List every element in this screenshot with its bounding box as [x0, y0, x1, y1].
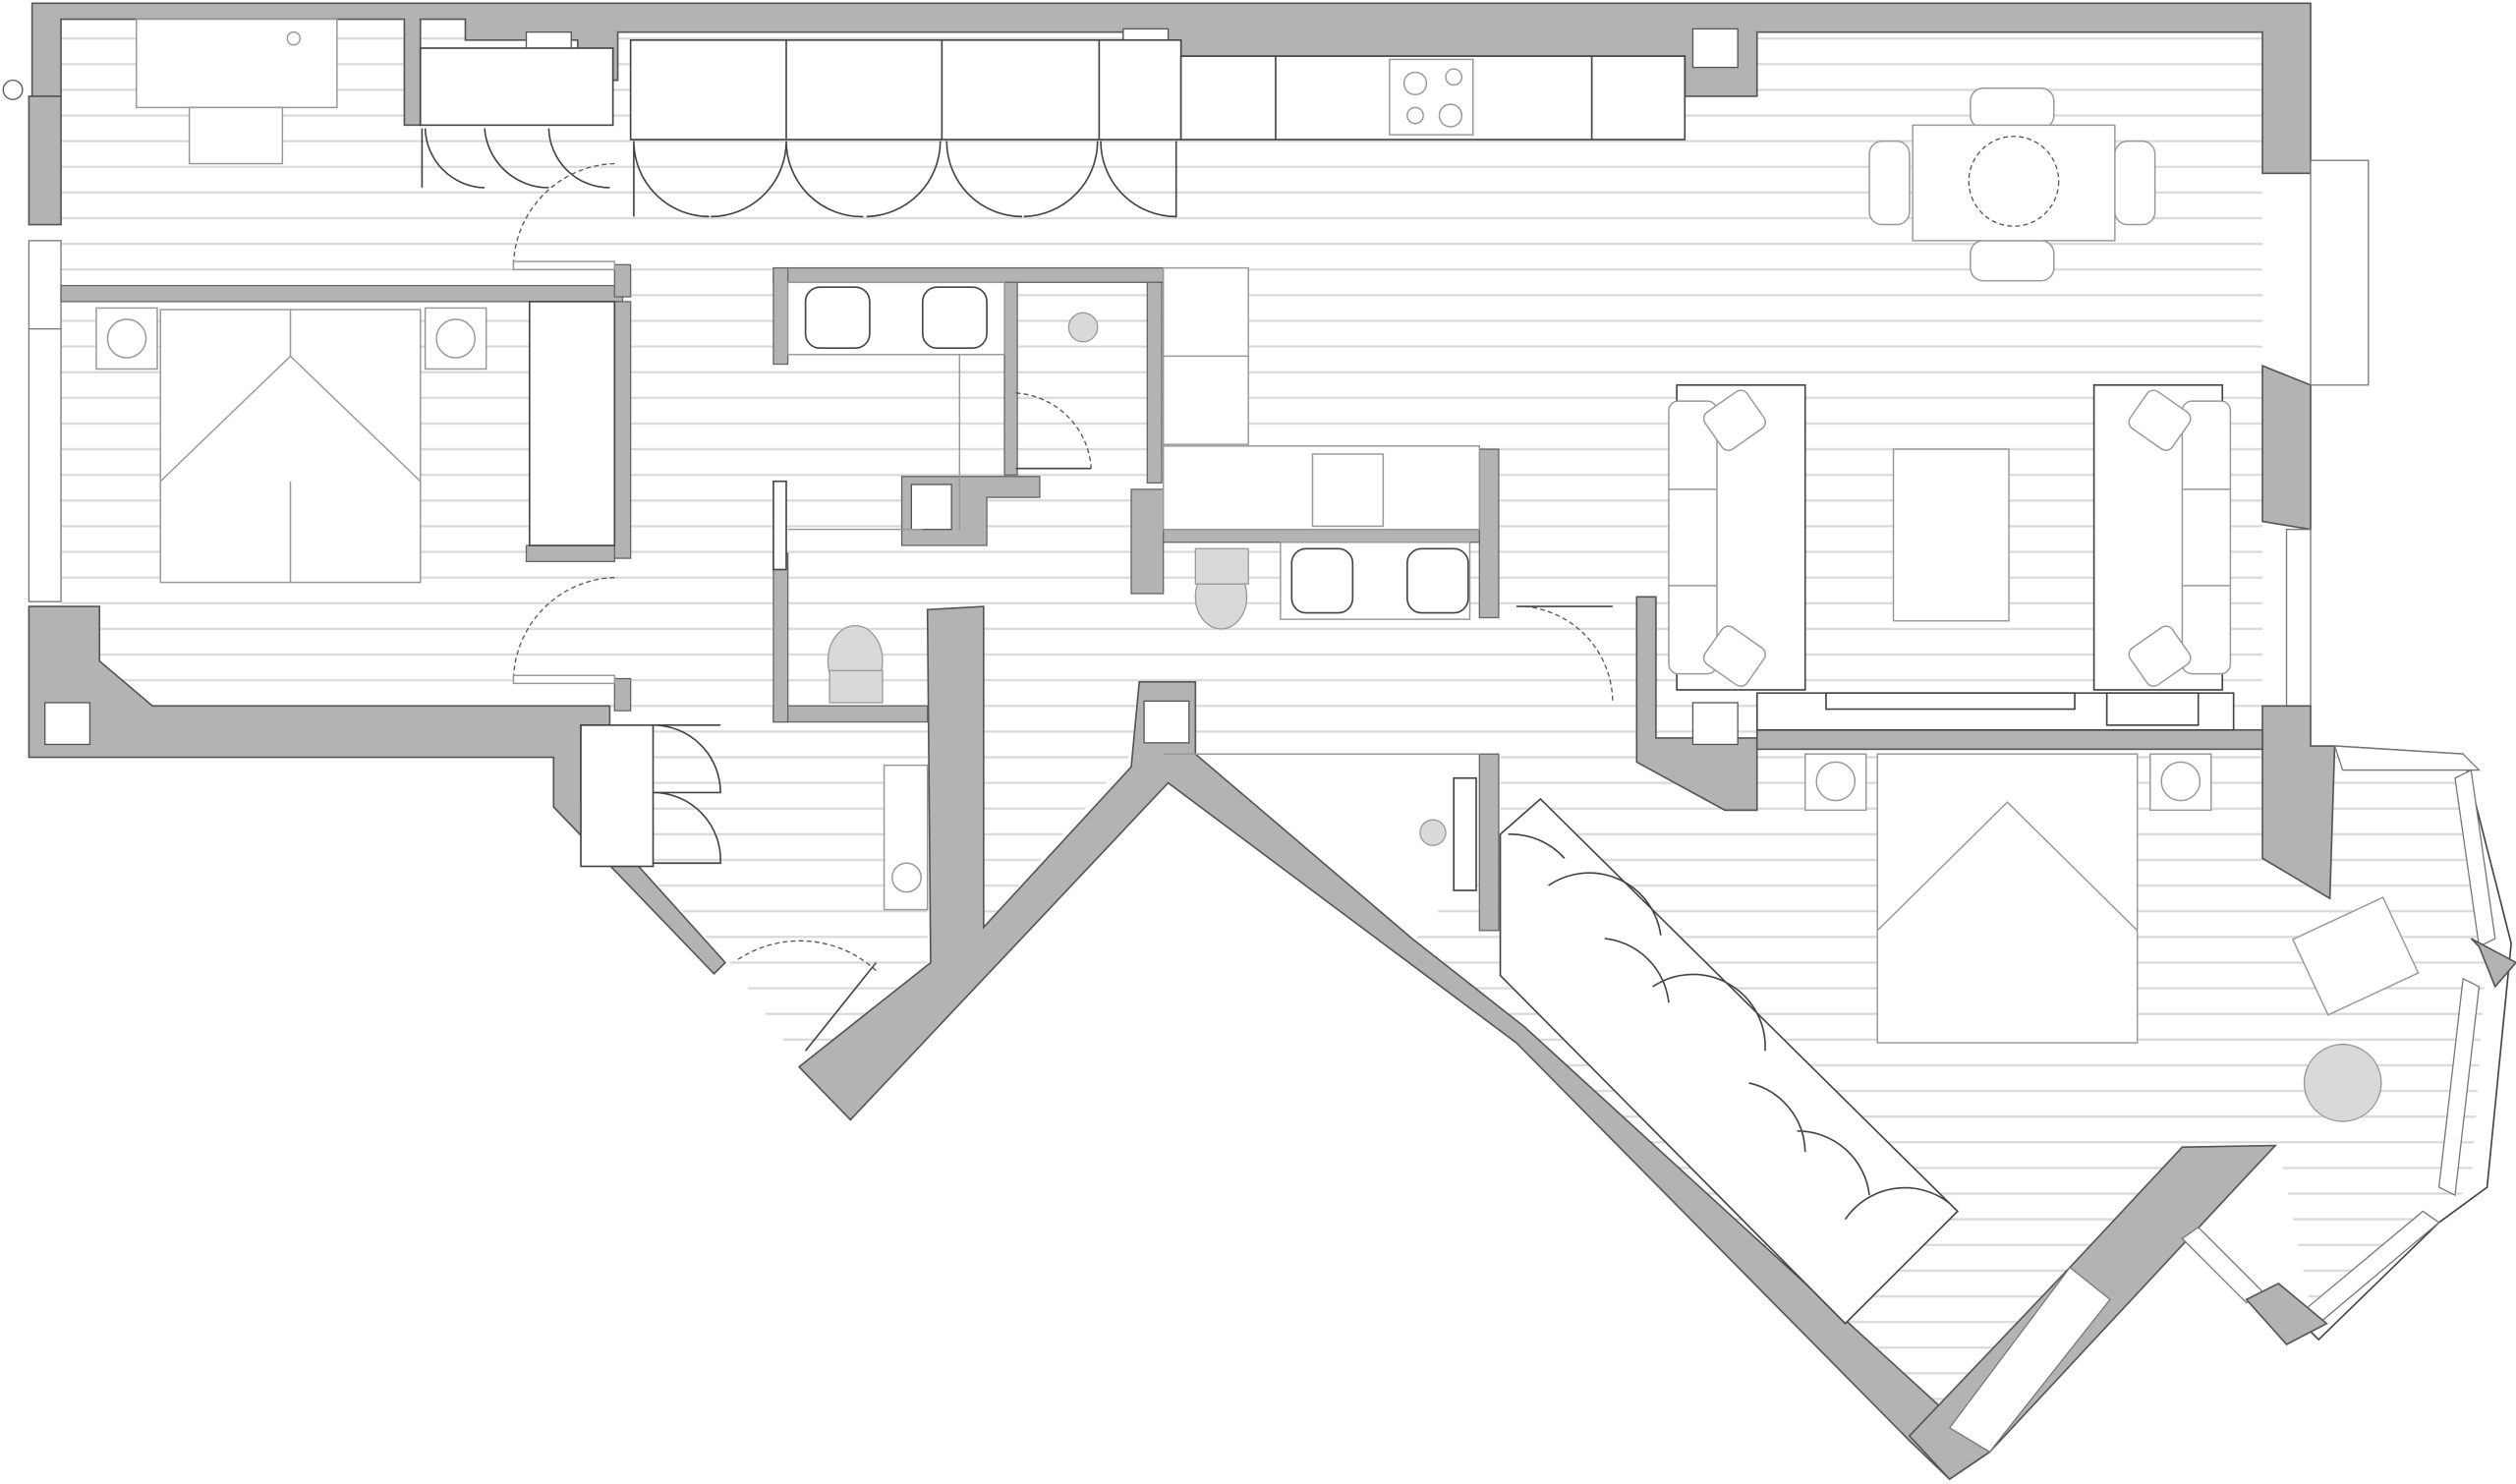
exterior-walls: [28, 2, 2516, 1481]
burner-icon: [1438, 103, 1463, 128]
kitchen-counter: [419, 38, 1687, 218]
window: [2310, 159, 2370, 386]
north-marker: [2, 79, 24, 100]
interior-walls: [60, 263, 1500, 932]
bathroom-2: [1162, 266, 1614, 891]
dining-area: [1868, 87, 2156, 282]
window: [28, 240, 62, 330]
entrance: [580, 724, 929, 1052]
sink-icon: [1290, 547, 1354, 614]
sink-icon: [804, 286, 871, 350]
burner-icon: [1402, 71, 1428, 96]
window: [28, 327, 62, 602]
chair: [188, 106, 284, 165]
sink-icon: [1406, 547, 1469, 614]
burner-icon: [1406, 106, 1424, 125]
side-table: [2303, 1044, 2382, 1122]
armchair: [2291, 896, 2420, 1016]
shower-icon: [1419, 819, 1447, 846]
coffee-table: [1892, 448, 2010, 622]
bedroom-right: [1499, 753, 2420, 1325]
bathroom-1: [772, 281, 1099, 704]
shower-icon: [1067, 312, 1099, 343]
living-room: [1668, 383, 2235, 731]
cooktop: [1389, 58, 1474, 136]
dining-table: [1912, 124, 2116, 242]
burner-icon: [1445, 68, 1463, 86]
bedroom-left: [95, 18, 616, 685]
window: [2285, 529, 2312, 707]
desk: [136, 18, 338, 109]
wardrobe: [528, 301, 616, 546]
nightstand: [95, 307, 158, 371]
floor-hatch: [61, 31, 2487, 1437]
sink-icon: [921, 286, 988, 350]
